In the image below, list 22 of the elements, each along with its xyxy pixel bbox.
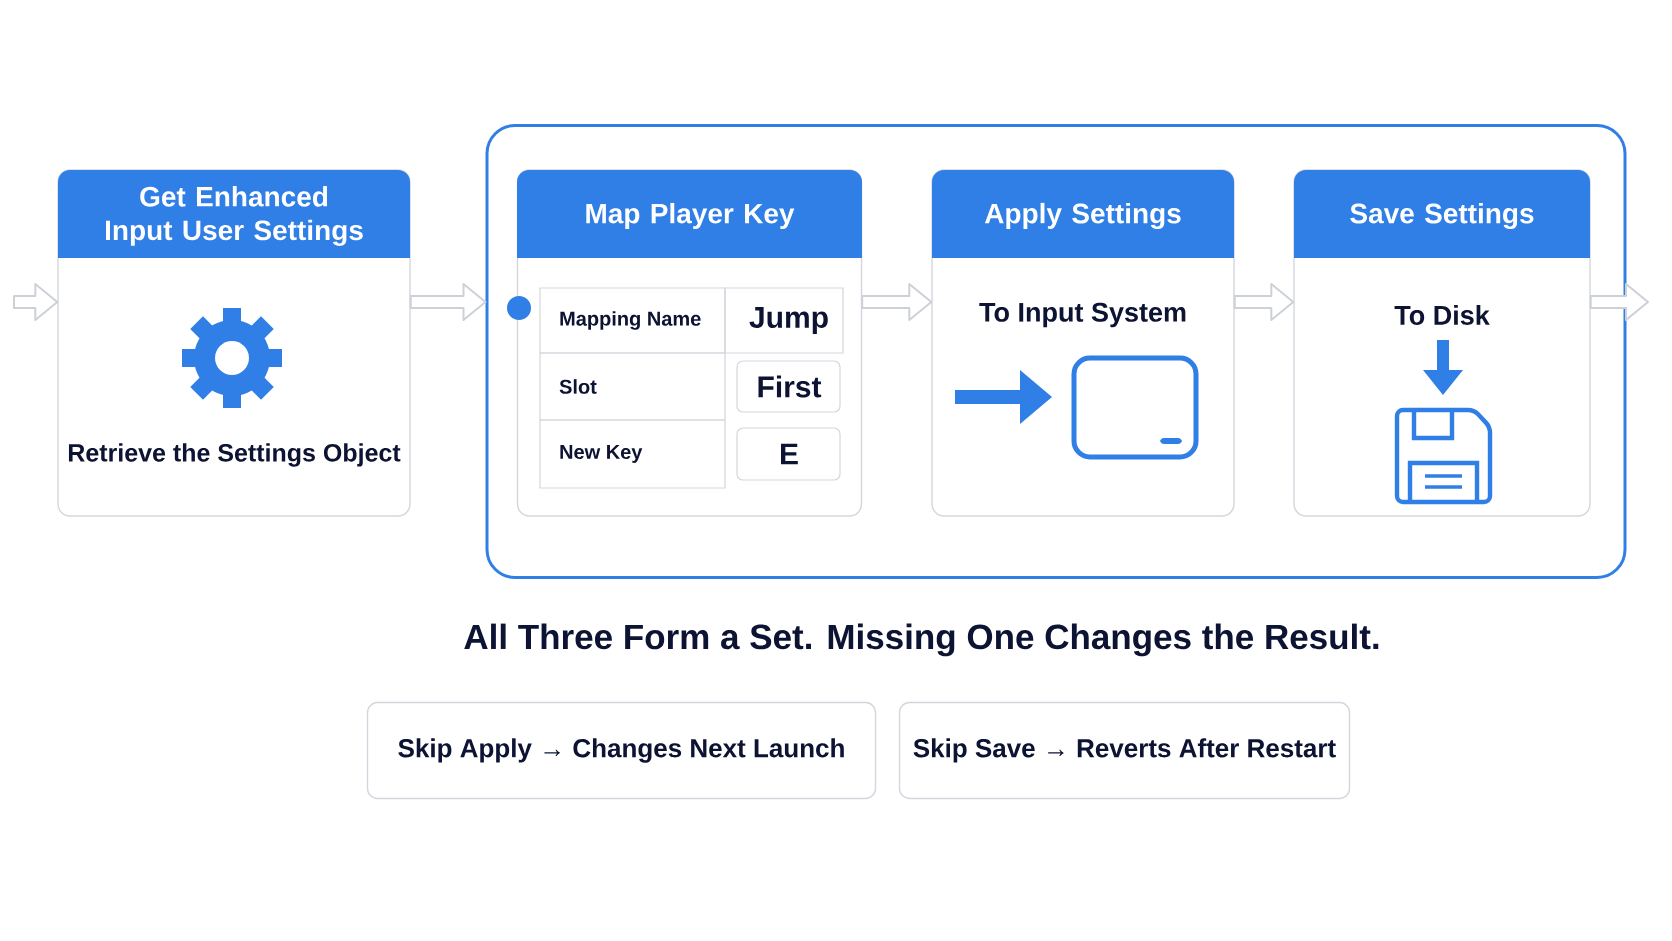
table-cell: Mapping Name: [539, 287, 726, 354]
card-header: Get Enhanced Input User Settings: [58, 170, 410, 258]
card-text: To Disk: [1394, 305, 1490, 325]
arrow: [1233, 283, 1295, 321]
arrow: [409, 283, 487, 321]
value-field: First: [736, 360, 841, 413]
card-text: Retrieve the Settings Object: [68, 443, 401, 467]
card-header: Map Player Key: [517, 170, 862, 258]
table-cell: Jump: [724, 287, 844, 354]
table-cell: New Key: [539, 419, 726, 489]
arrow: [1589, 283, 1649, 321]
card-header: Save Settings: [1294, 170, 1590, 258]
card-text: To Input System: [979, 302, 1186, 328]
caption: All Three Form a Set. Missing One Changes the Result.: [464, 623, 1379, 657]
table-cell: Slot: [539, 352, 726, 421]
card-header: Apply Settings: [932, 170, 1234, 258]
group-frame: [485, 124, 1627, 579]
note-box: Skip Apply → Changes Next Launch: [366, 701, 877, 800]
arrow: [13, 283, 59, 321]
value-field: E: [736, 427, 841, 481]
note-box: Skip Save → Reverts After Restart: [898, 701, 1351, 800]
arrow: [861, 283, 933, 321]
